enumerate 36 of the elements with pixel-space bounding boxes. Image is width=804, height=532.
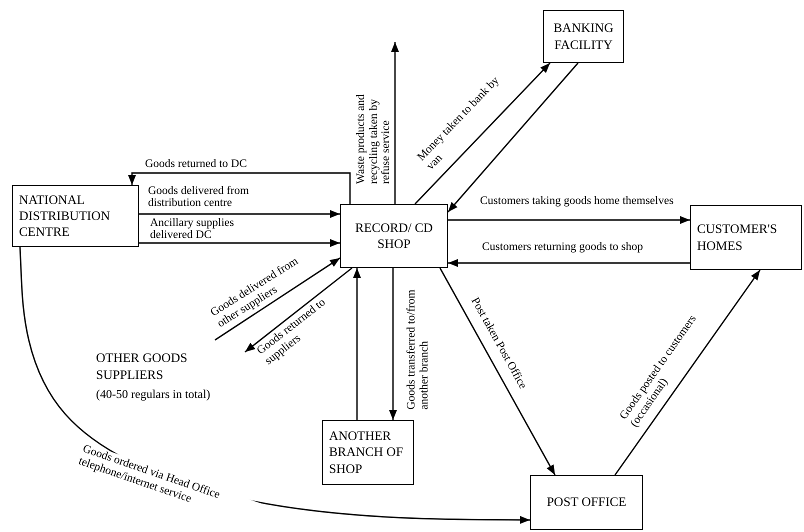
arrow <box>389 268 397 420</box>
process-box <box>340 204 448 268</box>
process-box <box>690 205 802 270</box>
arrow <box>391 42 399 204</box>
process-box <box>12 185 139 247</box>
process-box <box>543 10 624 63</box>
edge-label: Post taken Post Office <box>468 295 530 392</box>
arrow <box>414 62 550 204</box>
edge-label: Ancillary supplies delivered DC <box>150 216 235 242</box>
arrow <box>244 267 352 353</box>
node-label: BANKING FACILITY <box>552 20 614 53</box>
edge-label: Goods returned to DC <box>145 158 248 170</box>
node-label: RECORD/ CD SHOP <box>354 220 434 252</box>
edge-label: Customers returning goods to shop <box>482 240 644 254</box>
arrow <box>353 268 361 420</box>
arrow <box>128 172 351 204</box>
arrow <box>448 259 690 267</box>
edge-label: Goods delivered from distribution centre <box>148 184 250 210</box>
node-note: (40-50 regulars in total) <box>96 386 212 402</box>
edge-label: Goods transferred to/from another branch <box>405 288 431 410</box>
arrow <box>214 257 340 341</box>
node-label: NATIONAL DISTRIBUTION CENTRE <box>19 192 111 240</box>
edge-label: Waste products and recycling taken by refuse service <box>355 93 393 184</box>
node-label: POST OFFICE <box>546 494 628 511</box>
node-label: CUSTOMER'S HOMES <box>697 221 778 254</box>
arrow <box>139 239 340 247</box>
node-label: ANOTHER BRANCH OF SHOP <box>329 428 404 477</box>
arrow <box>439 268 556 476</box>
node-label: OTHER GOODS SUPPLIERS <box>96 350 188 383</box>
process-box <box>530 475 643 530</box>
arrow <box>139 210 340 218</box>
edge-label: Customers taking goods home themselves <box>480 194 675 208</box>
arrow <box>614 270 761 476</box>
arrow <box>448 216 690 224</box>
arrow <box>447 62 579 212</box>
process-box <box>322 420 414 485</box>
